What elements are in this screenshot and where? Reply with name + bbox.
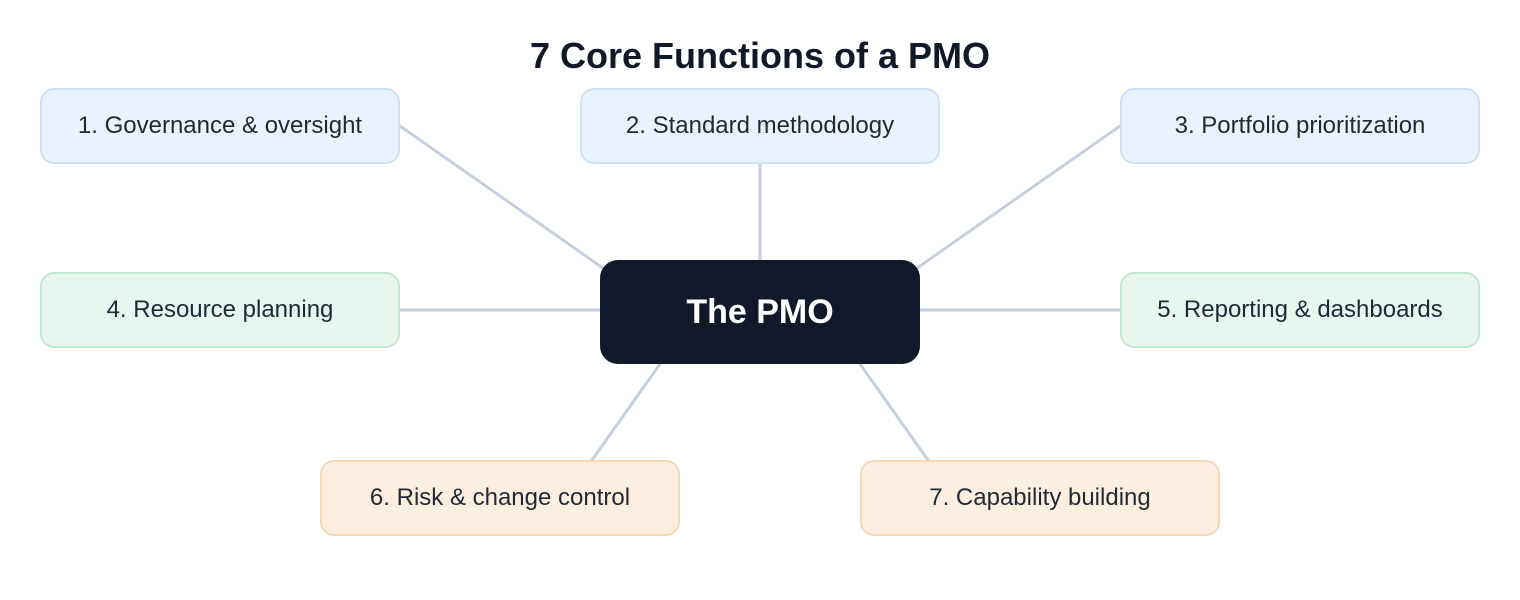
node-standard-methodology: 2. Standard methodology — [580, 88, 940, 164]
connector-6 — [590, 362, 662, 462]
node-reporting-dashboards: 5. Reporting & dashboards — [1120, 272, 1480, 348]
node-governance-oversight: 1. Governance & oversight — [40, 88, 400, 164]
diagram-title: 7 Core Functions of a PMO — [529, 35, 991, 76]
node-portfolio-prioritization: 3. Portfolio prioritization — [1120, 88, 1480, 164]
center-node-pmo: The PMO — [600, 260, 920, 364]
node-resource-planning: 4. Resource planning — [40, 272, 400, 348]
connector-1 — [398, 124, 612, 275]
node-capability-building: 7. Capability building — [860, 460, 1220, 536]
connector-3 — [908, 124, 1122, 275]
node-risk-change-control: 6. Risk & change control — [320, 460, 680, 536]
connector-7 — [858, 362, 930, 462]
